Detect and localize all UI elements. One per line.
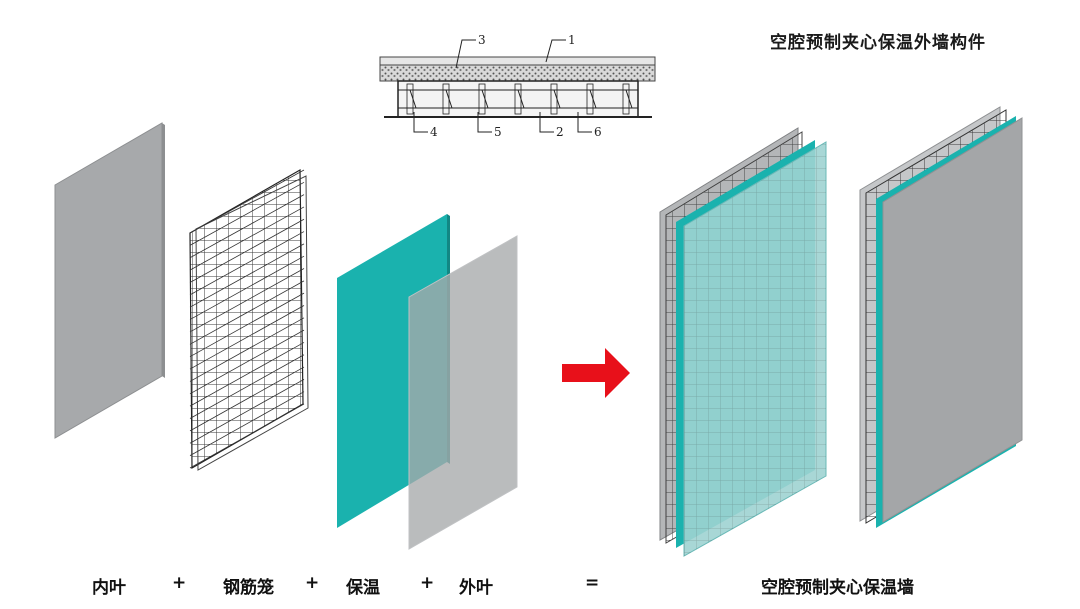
cage-rung (189, 194, 305, 259)
callout-4: 4 (430, 125, 438, 139)
caption-result: 空腔预制夹心保温墙 (761, 578, 914, 598)
cage-rung (189, 169, 305, 234)
cage-rung (189, 255, 305, 320)
caption-plus-3: + (420, 573, 435, 593)
section-stirrup (406, 83, 414, 115)
cross-section-detail: 3 1 4 5 2 6 (379, 33, 656, 139)
inner-leaf-panel (54, 122, 163, 439)
callout-6: 6 (594, 125, 602, 139)
steel-cage (189, 168, 309, 471)
cage-rung (189, 305, 305, 370)
cage-rung (189, 342, 305, 407)
caption-steel-cage: 钢筋笼 (223, 578, 274, 598)
cage-rung (189, 231, 305, 296)
inner-leaf-edge (162, 123, 165, 378)
cage-rung (189, 317, 305, 382)
caption-insulation: 保温 (346, 578, 380, 598)
section-outer-leaf (379, 56, 656, 66)
cage-rung (189, 243, 305, 308)
section-insulation-layer (379, 64, 656, 82)
cage-rung (189, 329, 305, 395)
callout-leaders (413, 39, 592, 133)
callout-5: 5 (494, 125, 502, 139)
cage-rung (189, 354, 305, 419)
cage-rung (189, 379, 305, 444)
section-ties (406, 83, 633, 115)
cage-rung (189, 366, 305, 432)
cage-rung (189, 206, 305, 271)
section-stirrup (586, 83, 594, 115)
caption-plus-2: + (305, 573, 320, 593)
section-stirrup (514, 83, 522, 115)
caption-inner-leaf: 内叶 (92, 578, 126, 598)
right-arrow-icon (562, 348, 630, 398)
section-stirrup (622, 83, 630, 115)
cage-rung (189, 268, 305, 333)
section-stirrup (550, 83, 558, 115)
cage-rung (189, 292, 305, 358)
diagram-title: 空腔预制夹心保温外墙构件 (770, 33, 986, 53)
cage-rung (189, 391, 305, 456)
caption-plus-1: + (172, 573, 187, 593)
caption-equals: = (585, 573, 600, 593)
outer-leaf-panel (408, 235, 518, 550)
cage-rung (189, 280, 305, 345)
section-stirrup (478, 83, 486, 115)
caption-outer-leaf: 外叶 (459, 578, 493, 598)
cage-rung (189, 218, 305, 283)
cage-rung (189, 181, 305, 246)
callout-1: 1 (568, 33, 576, 47)
cage-rung (189, 403, 305, 469)
assembled-wall-front (659, 127, 827, 557)
callout-2: 2 (556, 125, 564, 139)
callout-3: 3 (478, 33, 486, 47)
section-stirrup (442, 83, 450, 115)
assembled-wall-side (859, 106, 1023, 528)
section-cavity (397, 80, 639, 118)
